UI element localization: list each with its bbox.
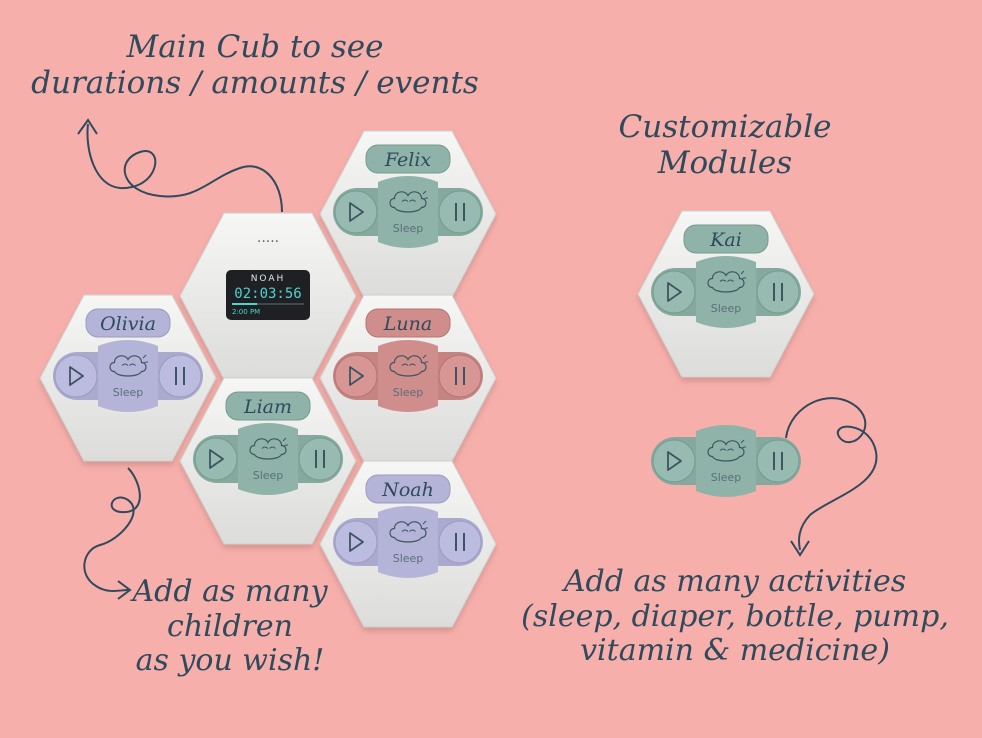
play-button[interactable] [194,437,238,481]
child-name: Kai [709,229,742,251]
annotation-line: Add as many activities [563,564,907,599]
pause-button[interactable] [158,354,202,398]
activity-pill: Sleep [193,423,343,495]
pause-button[interactable] [438,190,482,234]
annotation-line: as you wish! [135,643,325,678]
annotation-line: Add as many [132,574,328,609]
activity-label: Sleep [393,222,424,235]
child-name-tag [85,308,171,338]
activity-button[interactable]: Sleep [707,270,747,315]
pause-button[interactable] [438,354,482,398]
screen-progress-track [232,303,304,305]
pause-button[interactable] [438,520,482,564]
curly-arrow-main-cub [86,123,283,213]
activity-pill: Sleep [651,256,801,328]
play-icon [667,282,682,302]
pause-icon [455,203,465,221]
annotation-line: children [167,608,293,644]
annotation-activities: Add as many activities (sleep, diaper, b… [505,564,965,669]
child-name-tag [683,224,769,254]
screen-timer: 02:03:56 [234,286,301,302]
indicator-dots: ····· [257,234,279,250]
cub-screen [226,270,310,320]
play-icon [69,366,84,386]
pause-icon [773,452,783,470]
pause-button[interactable] [756,270,800,314]
annotation-line: (sleep, diaper, bottle, pump, [521,598,949,634]
activity-label: Sleep [711,302,742,315]
child-name-tag [365,474,451,504]
pause-button[interactable] [298,437,342,481]
annotation-line: vitamin & medicine) [580,633,890,668]
child-name: Liam [243,396,292,418]
play-button[interactable] [652,270,696,314]
play-button[interactable] [54,354,98,398]
child-name: Noah [381,479,434,501]
play-icon [349,532,364,552]
annotation-line: Modules [657,144,793,181]
activity-pill: Sleep [53,340,203,412]
activity-pill: Sleep [333,340,483,412]
play-icon [667,451,682,471]
play-button[interactable] [334,354,378,398]
activity-button[interactable]: Sleep [389,520,429,565]
activity-label: Sleep [393,386,424,399]
annotation-line: durations / amounts / events [31,64,479,101]
activity-button[interactable]: Sleep [109,354,149,399]
modules-layer: FelixSleepLunaSleepOliviaSleepLiamSleepN… [39,130,815,628]
annotation-children: Add as many children as you wish! [110,574,350,679]
activity-pill: Sleep [333,176,483,248]
curly-arrow-activities [785,397,878,551]
activity-button[interactable]: Sleep [389,190,429,235]
play-icon [209,449,224,469]
activity-button[interactable]: Sleep [249,437,289,482]
arrow-head-activities [790,540,810,557]
pause-button[interactable] [756,439,800,483]
pause-icon [455,367,465,385]
pause-icon [773,283,783,301]
main-cub-device: ····· NOAH 02:03:56 2:00 PM [179,212,357,380]
pause-icon [175,367,185,385]
child-name-tag [365,144,451,174]
activity-label: Sleep [711,471,742,484]
activity-button[interactable]: Sleep [707,439,747,484]
pause-icon [315,450,325,468]
activity-pill: Sleep [651,425,801,497]
annotation-main-cub: Main Cub to see durations / amounts / ev… [10,29,500,101]
screen-progress-fill [232,303,258,305]
activity-button[interactable]: Sleep [389,354,429,399]
annotation-line: Customizable [618,109,832,145]
play-button[interactable] [334,520,378,564]
play-button[interactable] [652,439,696,483]
pause-icon [455,533,465,551]
loose-activity-module[interactable]: Sleep [651,425,801,497]
annotation-modules: Customizable Modules [600,109,850,181]
child-name: Felix [384,149,432,171]
activity-label: Sleep [393,552,424,565]
child-name: Luna [383,313,432,335]
annotation-line: Main Cub to see [126,29,384,65]
play-button[interactable] [334,190,378,234]
arrow-head-main-cub [77,118,98,135]
loose-module-layer: Sleep [651,425,801,497]
play-icon [349,202,364,222]
screen-start-time: 2:00 PM [232,308,260,316]
activity-label: Sleep [253,469,284,482]
activity-pill: Sleep [333,506,483,578]
child-name-tag [225,391,311,421]
child-name-tag [365,308,451,338]
child-name: Olivia [100,313,156,335]
activity-label: Sleep [113,386,144,399]
play-icon [349,366,364,386]
arrow-head-children [117,580,132,600]
curly-arrow-children [83,467,141,592]
screen-child-name: NOAH [251,274,286,284]
